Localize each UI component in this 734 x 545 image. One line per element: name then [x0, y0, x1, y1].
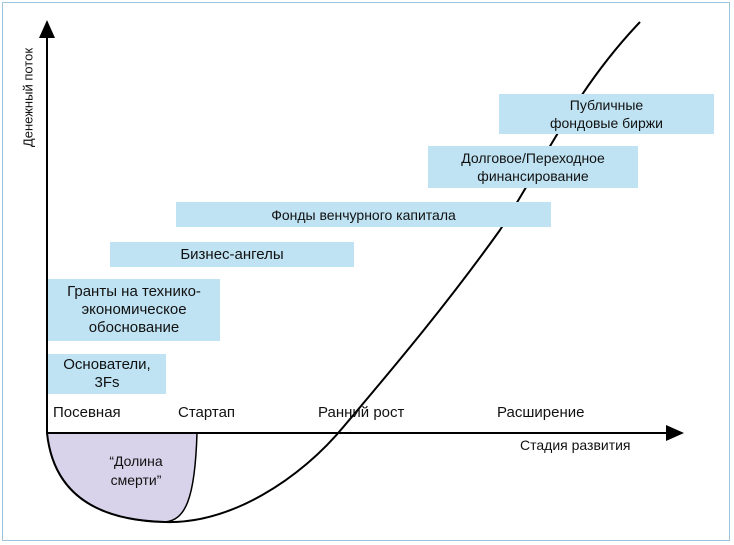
- stage-startup: Стартап: [178, 404, 236, 421]
- y-axis-label: Денежный поток: [20, 47, 36, 148]
- box-debt-mezzanine: Долговое/Переходное финансирование: [428, 146, 638, 188]
- box-public-exchanges: Публичные фондовые биржи: [499, 94, 714, 134]
- box-business-angels: Бизнес-ангелы: [110, 242, 354, 267]
- stage-expansion: Расширение: [497, 404, 585, 421]
- stage-early-growth: Ранний рост: [318, 404, 405, 421]
- box-venture-funds: Фонды венчурного капитала: [176, 202, 551, 227]
- box-feasibility-grants: Гранты на технико- экономическое обоснов…: [48, 279, 220, 341]
- valley-of-death-label: “Долина смерти”: [109, 453, 163, 488]
- box-founders-3fs: Основатели, 3Fs: [48, 354, 166, 394]
- x-axis-label: Стадия развития: [520, 437, 631, 453]
- stage-seed: Посевная: [53, 404, 121, 421]
